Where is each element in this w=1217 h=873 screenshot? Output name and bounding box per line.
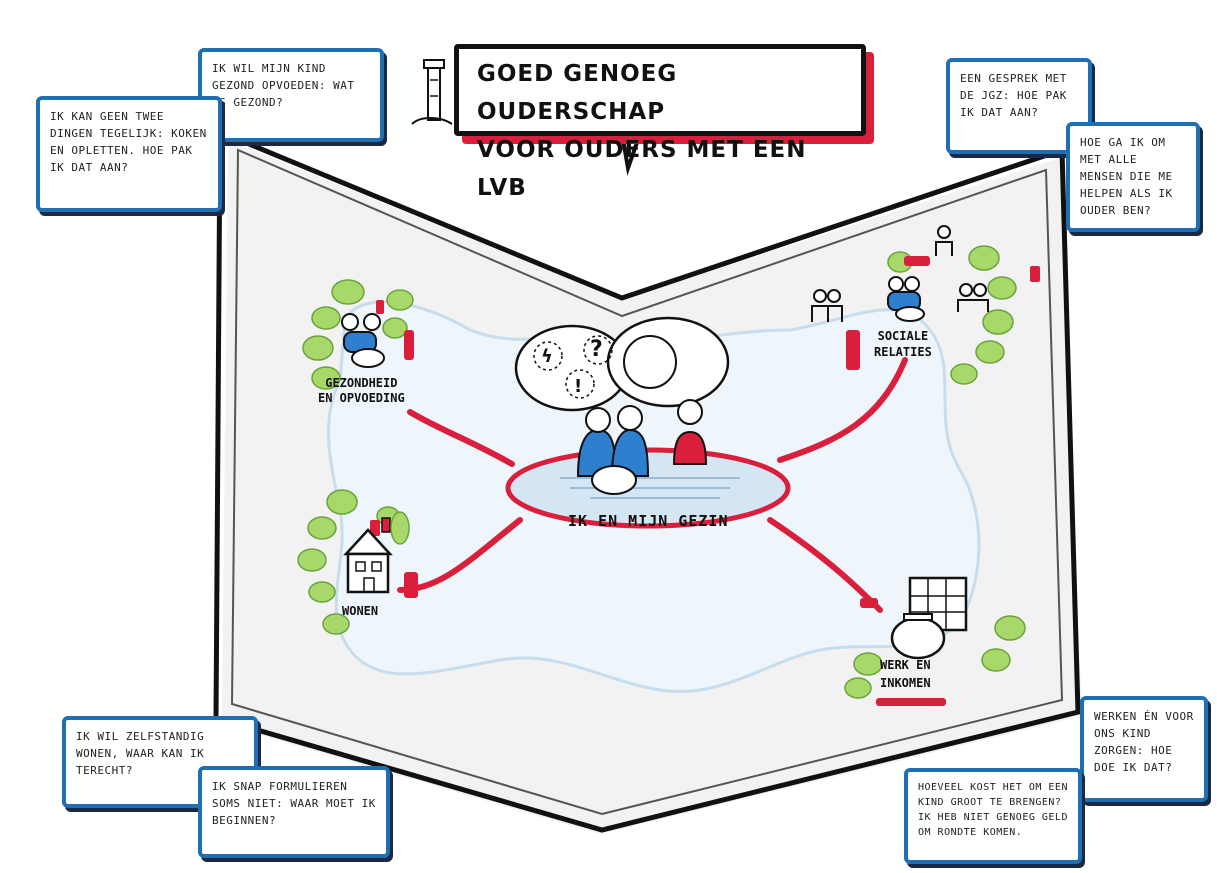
thought-bubbles — [514, 316, 730, 416]
theme-work-line-1: WERK EN — [880, 658, 931, 672]
speech-bubble-bottom-left-a: IK WIL ZELFSTANDIG WONEN, WAAR KAN IK TE… — [62, 716, 258, 808]
house-icon — [343, 511, 410, 594]
theme-social-line-1: SOCIALE — [877, 329, 929, 343]
exclaim-glyph: ! — [574, 376, 582, 397]
speech-bubble-bottom-right-b: HOEVEEL KOST HET OM EEN KIND GROOT TE BR… — [904, 768, 1082, 864]
speech-bubble-top-left-a: IK WIL MIJN KIND GEZOND OPVOEDEN: WAT IS… — [198, 48, 384, 142]
theme-social-line-2: RELATIES — [874, 345, 932, 359]
speech-bubble-top-right-b: HOE GA IK OM MET ALLE MENSEN DIE ME HELP… — [1066, 122, 1200, 232]
social-people-icons — [811, 225, 989, 322]
speech-bubble-bottom-left-b: IK SNAP FORMULIEREN SOMS NIET: WAAR MOET… — [198, 766, 390, 858]
red-accents — [370, 256, 1040, 706]
title-box: GOED GENOEG OUDERSCHAP VOOR OUDERS MET E… — [454, 44, 866, 201]
work-building-icon — [890, 576, 968, 660]
frame-inner — [230, 148, 1064, 816]
speech-bubble-top-right-a: EEN GESPREK MET DE JGZ: HOE PAK IK DAT A… — [946, 58, 1092, 154]
theme-work-label: WERK EN INKOMEN — [880, 656, 931, 692]
question-glyph: ? — [590, 337, 603, 362]
theme-social-label: SOCIALE RELATIES — [874, 328, 932, 360]
theme-health-line-2: EN OPVOEDING — [318, 391, 405, 405]
bolt-glyph: ϟ — [541, 346, 553, 367]
title-line-1: GOED GENOEG OUDERSCHAP — [477, 61, 678, 125]
speech-bubble-bottom-right-a: WERKEN ÉN VOOR ONS KIND ZORGEN: HOE DOE … — [1080, 696, 1208, 802]
center-label: IK EN MIJN GEZIN — [568, 512, 729, 530]
theme-work-line-2: INKOMEN — [880, 676, 931, 690]
speech-bubble-top-left-b: IK KAN GEEN TWEE DINGEN TEGELIJK: KOKEN … — [36, 96, 222, 212]
leaf-clusters — [297, 245, 1026, 699]
theme-health-label: GEZONDHEID EN OPVOEDING — [318, 376, 405, 406]
health-family-icon — [341, 313, 385, 368]
theme-health-line-1: GEZONDHEID — [325, 376, 398, 390]
tower-icon — [411, 59, 453, 125]
title-line-2: VOOR OUDERS MET EEN LVB — [477, 137, 807, 201]
theme-housing-label: WONEN — [342, 604, 379, 618]
family-figures — [576, 399, 708, 495]
